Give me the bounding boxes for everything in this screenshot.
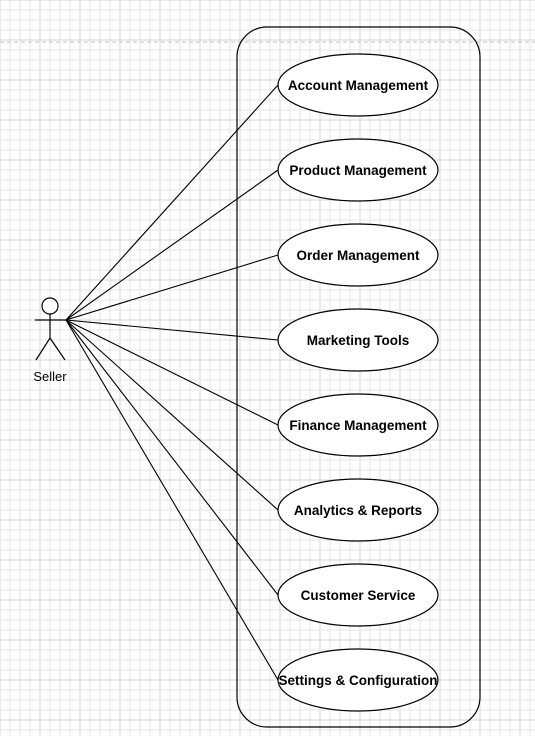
association-line[interactable] <box>65 169 279 321</box>
use-case[interactable]: Finance Management <box>277 393 439 457</box>
use-case-label: Finance Management <box>289 418 427 433</box>
use-case[interactable]: Account Management <box>277 53 439 117</box>
use-case[interactable]: Marketing Tools <box>277 308 439 372</box>
system-boundary[interactable] <box>236 26 481 728</box>
use-case[interactable]: Product Management <box>277 138 439 202</box>
use-case-ellipse <box>277 53 439 117</box>
use-case-label: Marketing Tools <box>307 333 410 348</box>
use-case-label: Account Management <box>288 78 429 93</box>
use-case[interactable]: Analytics & Reports <box>277 478 439 542</box>
association-line[interactable] <box>65 319 279 426</box>
use-case-ellipse <box>277 223 439 287</box>
association-line[interactable] <box>65 84 279 321</box>
use-case[interactable]: Customer Service <box>277 563 439 627</box>
association-line[interactable] <box>65 254 279 321</box>
stick-figure-icon <box>35 297 66 361</box>
use-case-label: Settings & Configuration <box>279 673 438 688</box>
use-case[interactable]: Order Management <box>277 223 439 287</box>
use-case-ellipse <box>277 563 439 627</box>
use-case-label: Product Management <box>289 163 427 178</box>
use-case-label: Customer Service <box>301 588 416 603</box>
use-case-ellipse <box>277 308 439 372</box>
use-case-label: Order Management <box>296 248 420 263</box>
association-line[interactable] <box>65 319 279 511</box>
use-case-ellipse <box>277 138 439 202</box>
actor-label: Seller <box>33 369 67 384</box>
use-case-ellipse <box>277 393 439 457</box>
use-case-label: Analytics & Reports <box>294 503 422 518</box>
actor-seller[interactable]: Seller <box>33 297 67 384</box>
use-case-ellipse <box>277 648 439 712</box>
association-line[interactable] <box>65 319 279 596</box>
association-line[interactable] <box>65 319 279 341</box>
association-lines <box>65 84 279 681</box>
association-line[interactable] <box>65 319 279 681</box>
use-case-ellipse <box>277 478 439 542</box>
use-case[interactable]: Settings & Configuration <box>277 648 439 712</box>
